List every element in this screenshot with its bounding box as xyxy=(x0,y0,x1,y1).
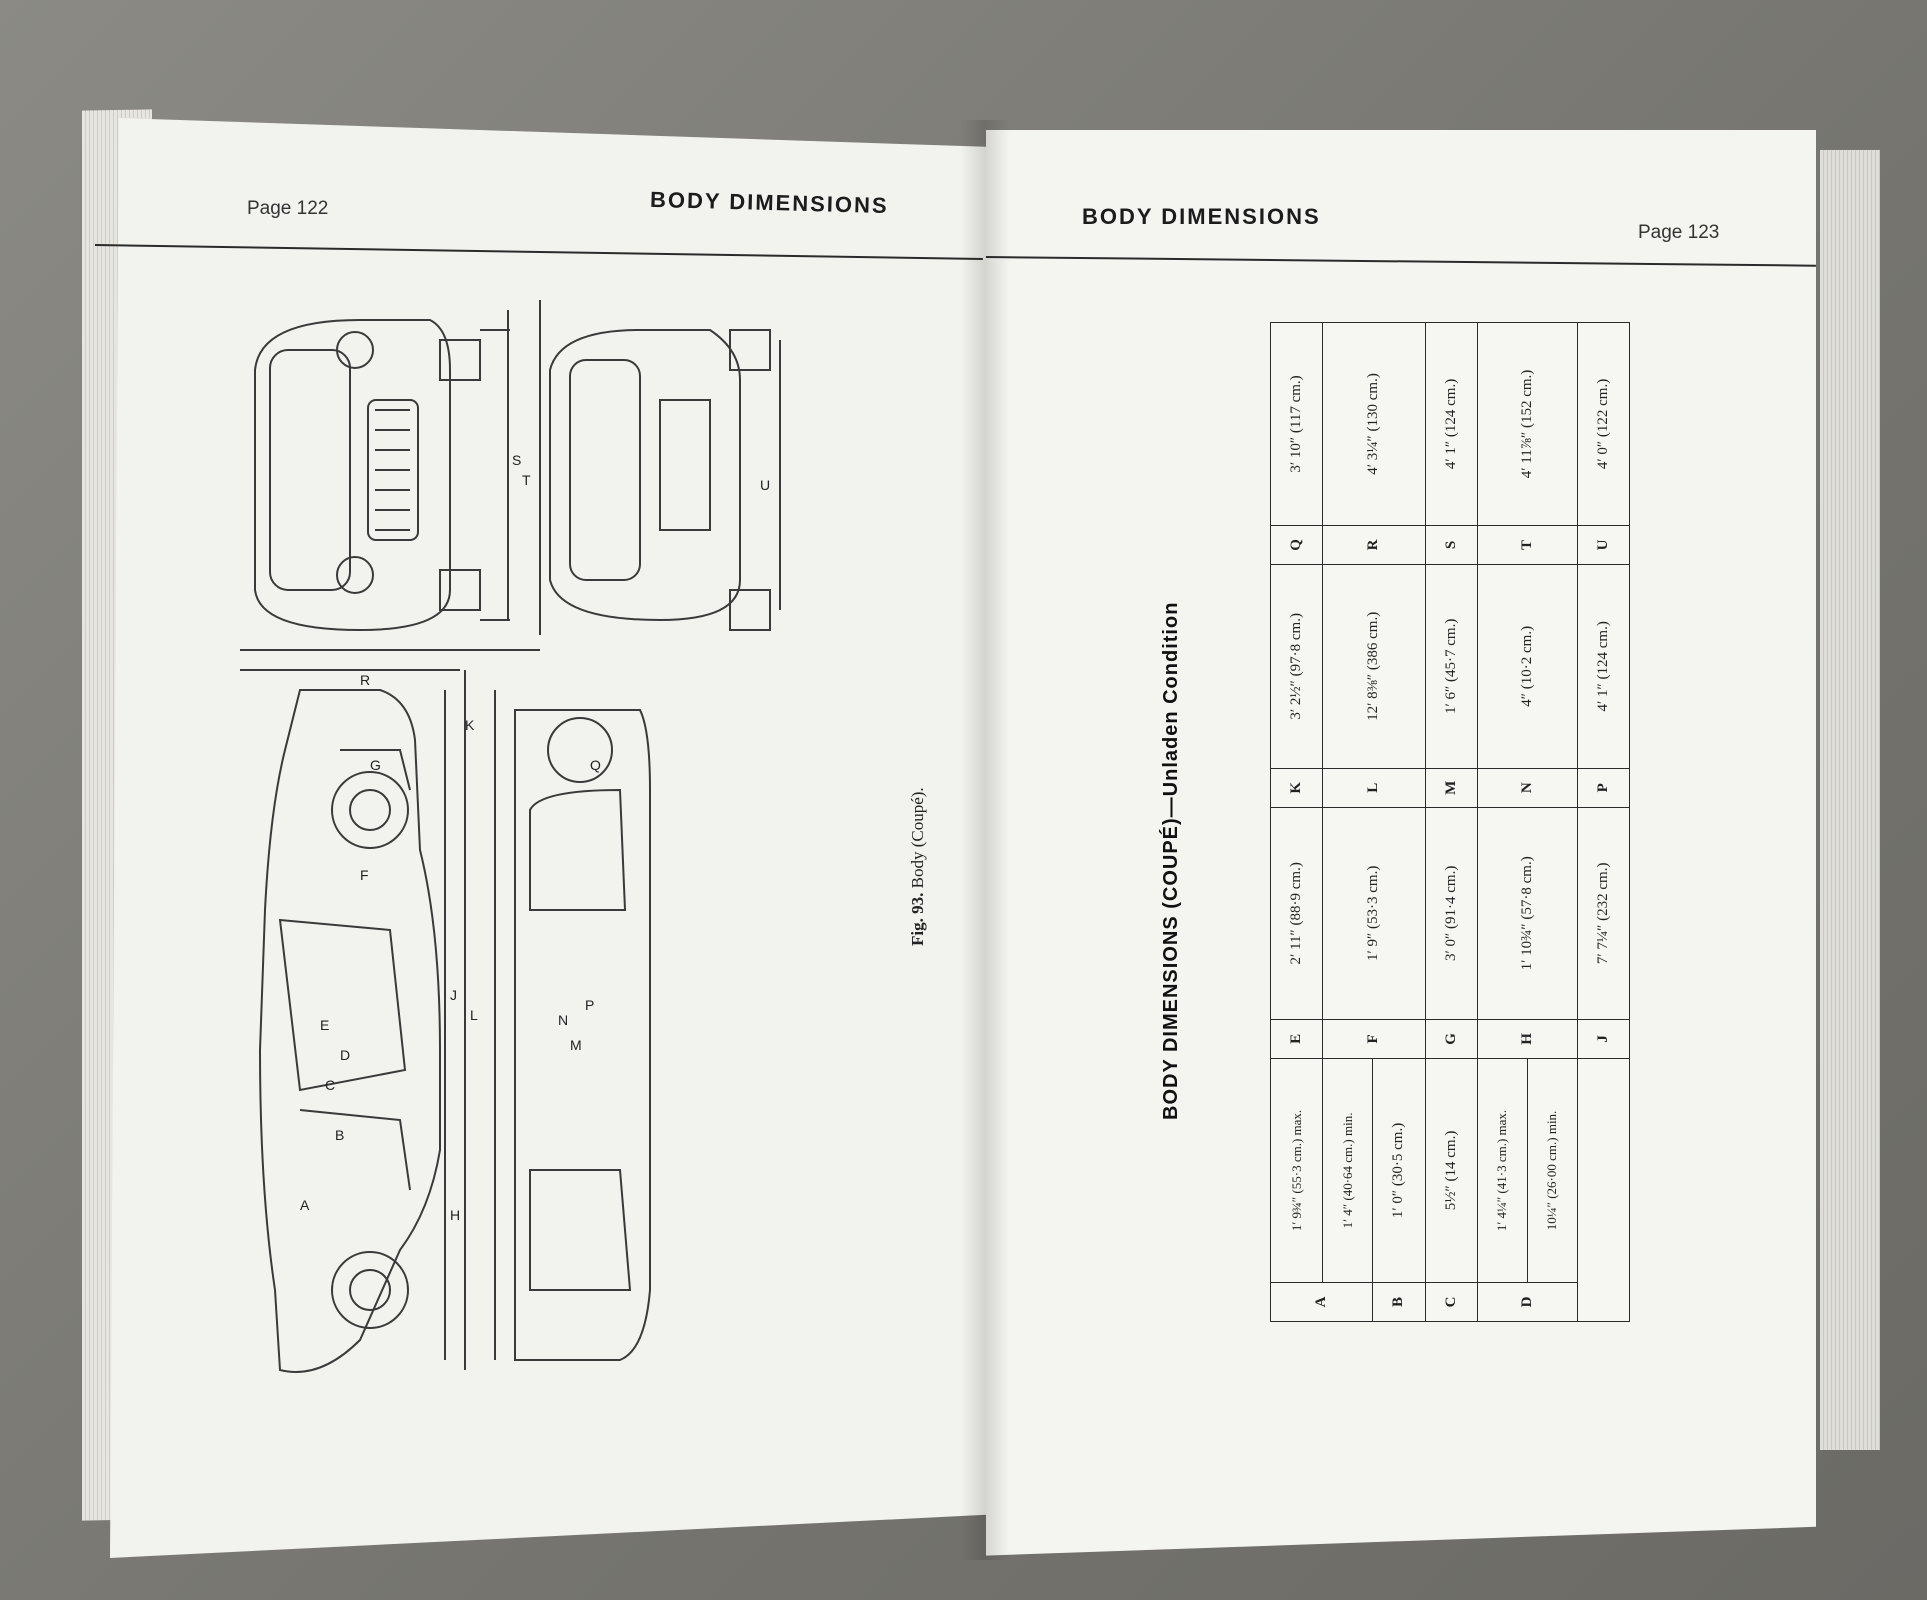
figure-caption: Fig. 93. Body (Coupé). xyxy=(908,606,928,946)
table-title: BODY DIMENSIONS (COUPÉ)—Unladen Conditio… xyxy=(1160,601,1182,1120)
dim-label-q: Q xyxy=(590,757,601,773)
table-cell: 4′ 0″ (122 cm.) xyxy=(1577,322,1630,526)
table-cell: 4′ 1″ (124 cm.) xyxy=(1577,564,1630,769)
table-cell: 4′ 1″ (124 cm.) xyxy=(1425,322,1478,526)
book-gutter xyxy=(960,120,1010,1560)
table-cell: 1′ 0″ (30·5 cm.) xyxy=(1372,1058,1426,1283)
left-page-number: Page 122 xyxy=(247,198,329,219)
dim-label-s: S xyxy=(512,452,521,468)
dim-label-d: D xyxy=(340,1047,350,1063)
row-letter: D xyxy=(1477,1282,1578,1322)
table-row: 1′ 4″ (40·64 cm.) min. F 1′ 9″ (53·3 cm.… xyxy=(1322,322,1426,1322)
table-row: J 7′ 7¼″ (232 cm.) P 4′ 1″ (124 cm.) U 4… xyxy=(1577,322,1630,1322)
dim-label-p: P xyxy=(585,997,594,1013)
row-letter: J xyxy=(1577,1019,1630,1059)
table-cell: 1′ 4″ (40·64 cm.) min. xyxy=(1322,1058,1373,1283)
table-cell: 4′ 11⅞″ (152 cm.) xyxy=(1477,322,1578,526)
dim-label-e: E xyxy=(320,1017,329,1033)
dim-label-c: C xyxy=(325,1077,335,1093)
dim-label-f: F xyxy=(360,867,369,883)
table-cell: 5½″ (14 cm.) xyxy=(1425,1058,1478,1283)
table-cell: 3′ 0″ (91·4 cm.) xyxy=(1425,807,1478,1020)
row-letter: A xyxy=(1270,1282,1373,1322)
right-running-title: BODY DIMENSIONS xyxy=(1082,204,1321,229)
row-letter: B xyxy=(1372,1282,1426,1322)
page-stack-right xyxy=(1820,150,1880,1450)
row-letter: H xyxy=(1477,1019,1578,1059)
row-letter: L xyxy=(1322,768,1426,808)
top-view-drawing xyxy=(494,690,651,1361)
dim-label-g: G xyxy=(370,757,381,773)
right-page-number: Page 123 xyxy=(1638,222,1720,243)
table-cell: 10¼″ (26·00 cm.) min. xyxy=(1527,1058,1578,1283)
table-cell: 12′ 8⅜″ (386 cm.) xyxy=(1322,564,1426,769)
row-letter: Q xyxy=(1270,525,1323,565)
car-body-drawing: S T R U J L H K A B C D E F G M N P Q xyxy=(240,300,781,1373)
dim-label-b: B xyxy=(335,1127,344,1143)
row-letter: S xyxy=(1425,525,1478,565)
table-cell: 3′ 2½″ (97·8 cm.) xyxy=(1270,564,1323,769)
table-cell-empty xyxy=(1577,1058,1630,1322)
dim-label-k: K xyxy=(465,717,475,733)
figure-title: Body (Coupé). xyxy=(908,787,927,889)
table-cell: 3′ 10″ (117 cm.) xyxy=(1270,322,1323,526)
table-cell: 1′ 10¾″ (57·8 cm.) xyxy=(1477,807,1578,1020)
rear-view-drawing xyxy=(549,329,781,631)
row-letter: P xyxy=(1577,768,1630,808)
dim-label-l: L xyxy=(470,1007,478,1023)
table-cell: 1′ 9¾″ (55·3 cm.) max. xyxy=(1270,1058,1323,1283)
dim-label-j: J xyxy=(450,987,457,1003)
dim-label-n: N xyxy=(558,1012,568,1028)
table-row: C 5½″ (14 cm.) G 3′ 0″ (91·4 cm.) M 1′ 6… xyxy=(1425,322,1478,1322)
table-cell: 2′ 11″ (88·9 cm.) xyxy=(1270,807,1323,1020)
row-letter: K xyxy=(1270,768,1323,808)
dim-label-h: H xyxy=(450,1207,460,1223)
row-letter: G xyxy=(1425,1019,1478,1059)
front-view-drawing xyxy=(240,300,541,671)
figure-number: Fig. 93. xyxy=(908,892,927,946)
table-cell: 7′ 7¼″ (232 cm.) xyxy=(1577,807,1630,1020)
table-cell: 4″ (10·2 cm.) xyxy=(1477,564,1578,769)
table-cell: 1′ 6″ (45·7 cm.) xyxy=(1425,564,1478,769)
side-view-drawing xyxy=(258,670,466,1373)
table-cell: 4′ 3¼″ (130 cm.) xyxy=(1322,322,1426,526)
row-letter: F xyxy=(1322,1019,1426,1059)
row-letter: T xyxy=(1477,525,1578,565)
row-letter: R xyxy=(1322,525,1426,565)
table-cell: 1′ 4¼″ (41·3 cm.) max. xyxy=(1477,1058,1528,1283)
row-letter: U xyxy=(1577,525,1630,565)
table-row: D 1′ 4¼″ (41·3 cm.) max. H 1′ 10¾″ (57·8… xyxy=(1477,322,1578,1322)
table-cell: 1′ 9″ (53·3 cm.) xyxy=(1322,807,1426,1020)
left-page xyxy=(110,118,986,1558)
dim-label-m: M xyxy=(570,1037,582,1053)
table-row: A 1′ 9¾″ (55·3 cm.) max. E 2′ 11″ (88·9 … xyxy=(1270,322,1373,1322)
row-letter: C xyxy=(1425,1282,1478,1322)
dim-label-t: T xyxy=(522,472,531,488)
dimensions-table: A 1′ 9¾″ (55·3 cm.) max. E 2′ 11″ (88·9 … xyxy=(1270,322,1630,1322)
dim-label-u: U xyxy=(760,477,770,493)
dim-label-a: A xyxy=(300,1197,310,1213)
row-letter: M xyxy=(1425,768,1478,808)
dim-label-r: R xyxy=(360,672,370,688)
row-letter: N xyxy=(1477,768,1578,808)
row-letter: E xyxy=(1270,1019,1323,1059)
